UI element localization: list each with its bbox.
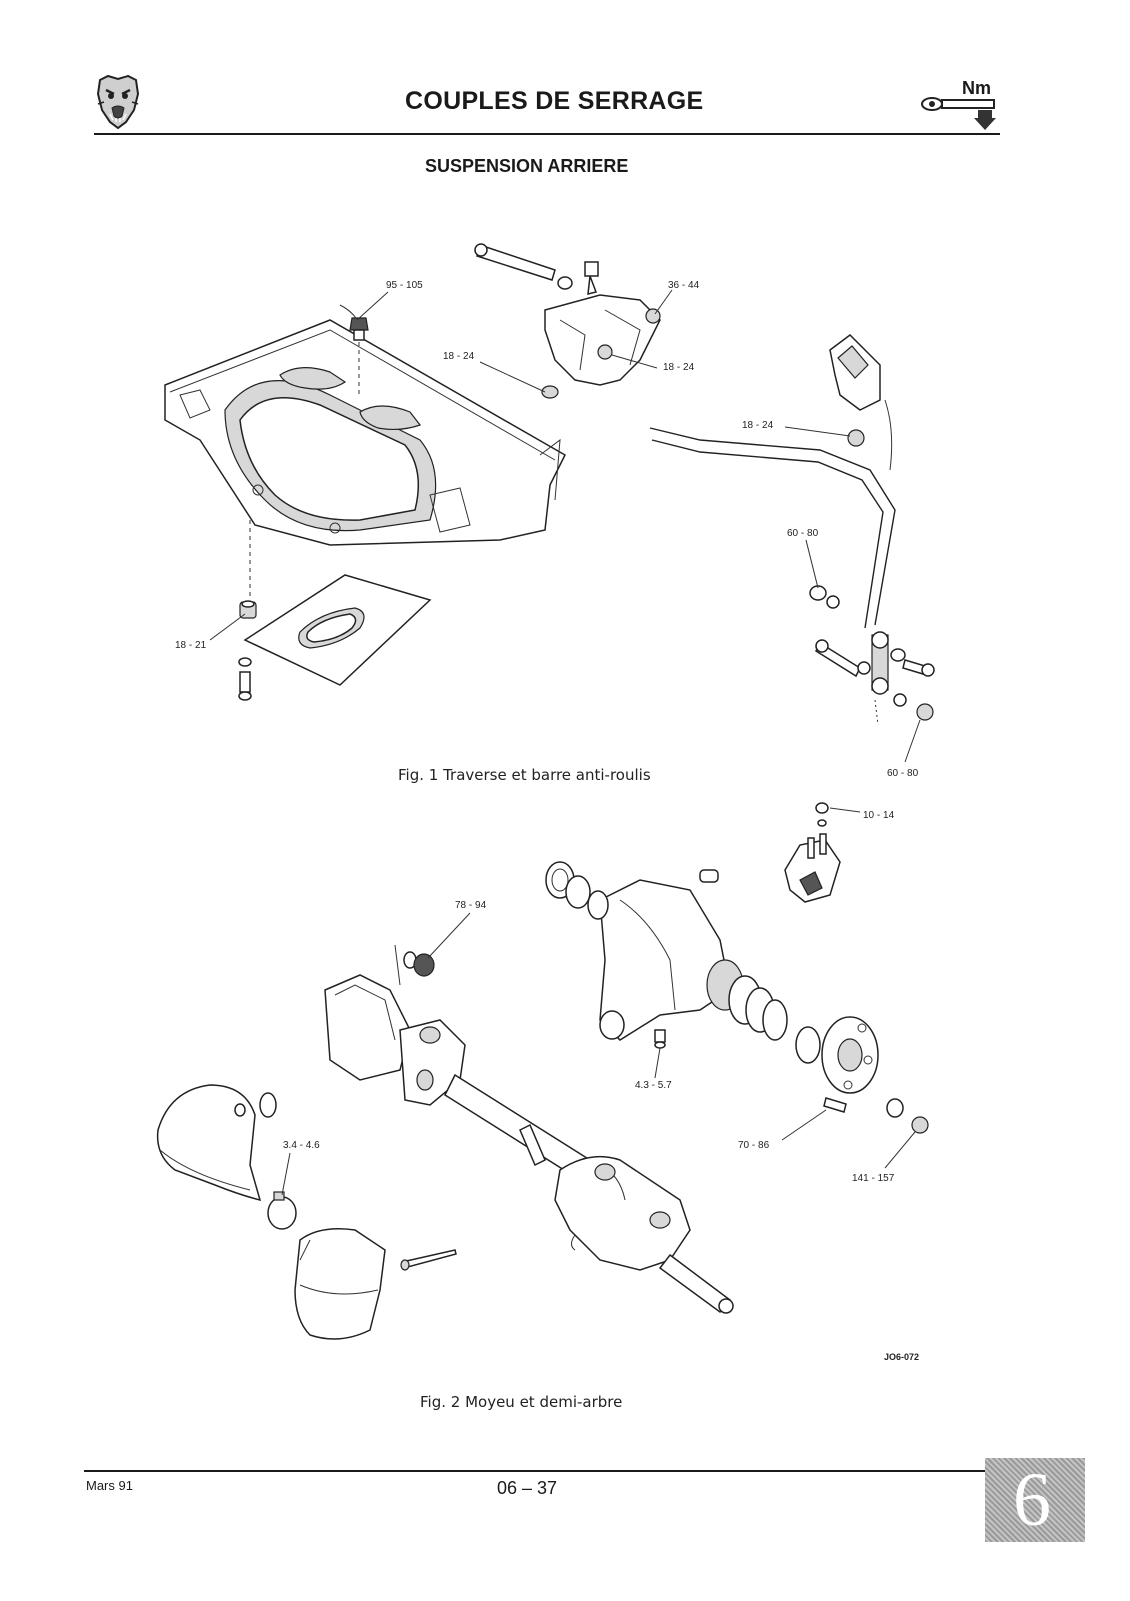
header-rule <box>94 133 1000 135</box>
bracket-part-fig2 <box>784 802 841 903</box>
torque-label-4-3-5-7: 4.3 - 5.7 <box>635 1080 672 1091</box>
torque-label-141-157: 141 - 157 <box>852 1173 895 1184</box>
torque-label-18-24-b: 18 - 24 <box>663 362 695 373</box>
bolt-part <box>339 304 369 395</box>
tie-rod-part <box>474 243 599 295</box>
drain-plug-part <box>654 1029 666 1049</box>
section-subtitle: SUSPENSION ARRIERE <box>425 156 629 176</box>
torque-label-18-21: 18 - 21 <box>175 640 207 651</box>
torque-label-3-4-4-6: 3.4 - 4.6 <box>283 1140 320 1151</box>
anti-roll-bar-part <box>649 427 896 629</box>
bushing-part <box>238 600 257 701</box>
figure2-caption: Fig. 2 Moyeu et demi-arbre <box>420 1393 623 1411</box>
nut-part <box>394 944 435 986</box>
clamp-part <box>829 334 893 471</box>
figure1-caption: Fig. 1 Traverse et barre anti-roulis <box>398 766 651 784</box>
hub-part <box>795 1016 929 1134</box>
leader-lines-fig1 <box>209 289 921 763</box>
torque-label-10-14: 10 - 14 <box>863 810 895 821</box>
page-title: COUPLES DE SERRAGE <box>405 87 704 115</box>
jaguar-logo-icon <box>94 74 142 130</box>
torque-label-95-105: 95 - 105 <box>386 280 423 291</box>
section-tab-number: 6 <box>1013 1458 1051 1542</box>
seal-rings-part <box>545 861 788 1041</box>
drive-shaft-part <box>324 974 734 1314</box>
section-tab: 6 <box>985 1458 1085 1542</box>
page-number: 06 – 37 <box>497 1478 558 1498</box>
torque-unit-label: Nm <box>962 78 992 98</box>
torque-label-18-24-c: 18 - 24 <box>742 420 774 431</box>
differential-housing-part <box>599 869 731 1041</box>
torque-wrench-icon: Nm <box>918 78 1000 134</box>
shaft-boot-part <box>156 1084 457 1340</box>
figure-reference: JO6-072 <box>884 1352 920 1362</box>
torque-label-60-80-b: 60 - 80 <box>887 768 919 779</box>
footer-date: Mars 91 <box>86 1478 133 1493</box>
torque-label-18-24-a: 18 - 24 <box>443 351 475 362</box>
mounting-plate-part <box>243 520 432 686</box>
torque-label-60-80-a: 60 - 80 <box>787 528 819 539</box>
footer-rule <box>84 1470 990 1472</box>
drop-link-part <box>809 585 935 726</box>
leader-lines-fig2 <box>281 807 916 1196</box>
torque-label-78-94: 78 - 94 <box>455 900 487 911</box>
torque-label-36-44: 36 - 44 <box>668 280 700 291</box>
crossmember-part <box>164 319 566 546</box>
torque-label-70-86: 70 - 86 <box>738 1140 770 1151</box>
